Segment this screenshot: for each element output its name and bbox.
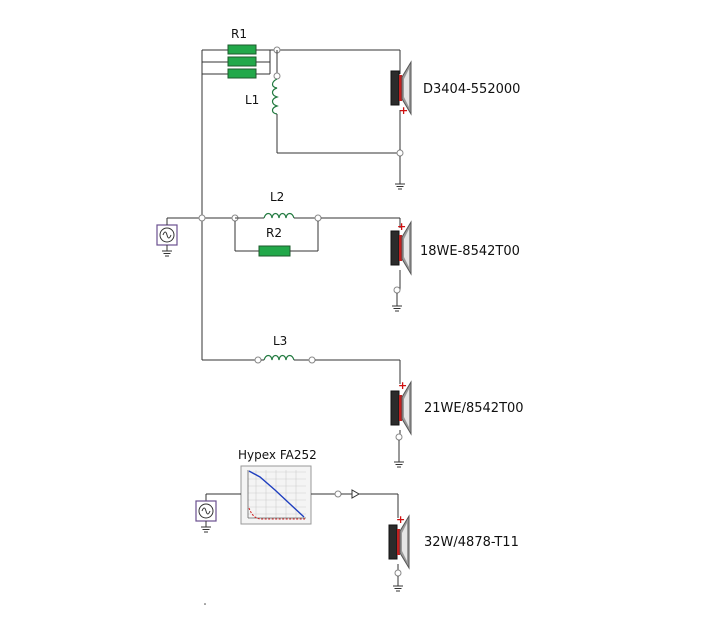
node[interactable] — [273, 72, 281, 80]
node[interactable] — [308, 356, 316, 364]
speaker-label-4: 32W/4878-T11 — [424, 535, 519, 550]
speaker-label-2: 18WE-8542T00 — [420, 244, 520, 259]
ground-icon — [391, 299, 403, 312]
buffer-triangle-icon[interactable] — [351, 489, 361, 499]
label-r1: R1 — [231, 27, 247, 41]
ground-icon — [392, 579, 404, 592]
inductor-l1[interactable] — [271, 78, 279, 115]
node[interactable] — [254, 356, 262, 364]
node[interactable] — [198, 214, 206, 222]
inductor-l3[interactable] — [263, 354, 295, 361]
ground-icon — [393, 455, 405, 468]
label-l1: L1 — [245, 93, 259, 107]
node[interactable] — [314, 214, 322, 222]
node[interactable] — [396, 149, 404, 157]
plus-marker: + — [399, 104, 408, 117]
ac-source-icon[interactable] — [156, 224, 178, 246]
node[interactable] — [393, 286, 401, 294]
ac-source-icon[interactable] — [195, 500, 217, 522]
plus-marker: + — [397, 220, 406, 233]
label-filter: Hypex FA252 — [238, 448, 317, 462]
ground-icon — [394, 177, 406, 190]
plus-marker: + — [396, 513, 405, 526]
label-l2: L2 — [270, 190, 284, 204]
node[interactable] — [395, 433, 403, 441]
label-l3: L3 — [273, 334, 287, 348]
ground-icon — [161, 244, 173, 257]
label-r2: R2 — [266, 226, 282, 240]
ground-icon — [200, 520, 212, 533]
node[interactable] — [394, 569, 402, 577]
resistor-r2[interactable] — [258, 245, 291, 257]
speaker-label-1: D3404-552000 — [423, 82, 520, 97]
inductor-l2[interactable] — [263, 212, 295, 219]
resistor-r1[interactable] — [227, 44, 257, 79]
node[interactable] — [334, 490, 342, 498]
stray-dot — [204, 603, 206, 605]
speaker-label-3: 21WE/8542T00 — [424, 401, 524, 416]
plus-marker: + — [398, 379, 407, 392]
filter-response-block[interactable] — [240, 465, 312, 525]
